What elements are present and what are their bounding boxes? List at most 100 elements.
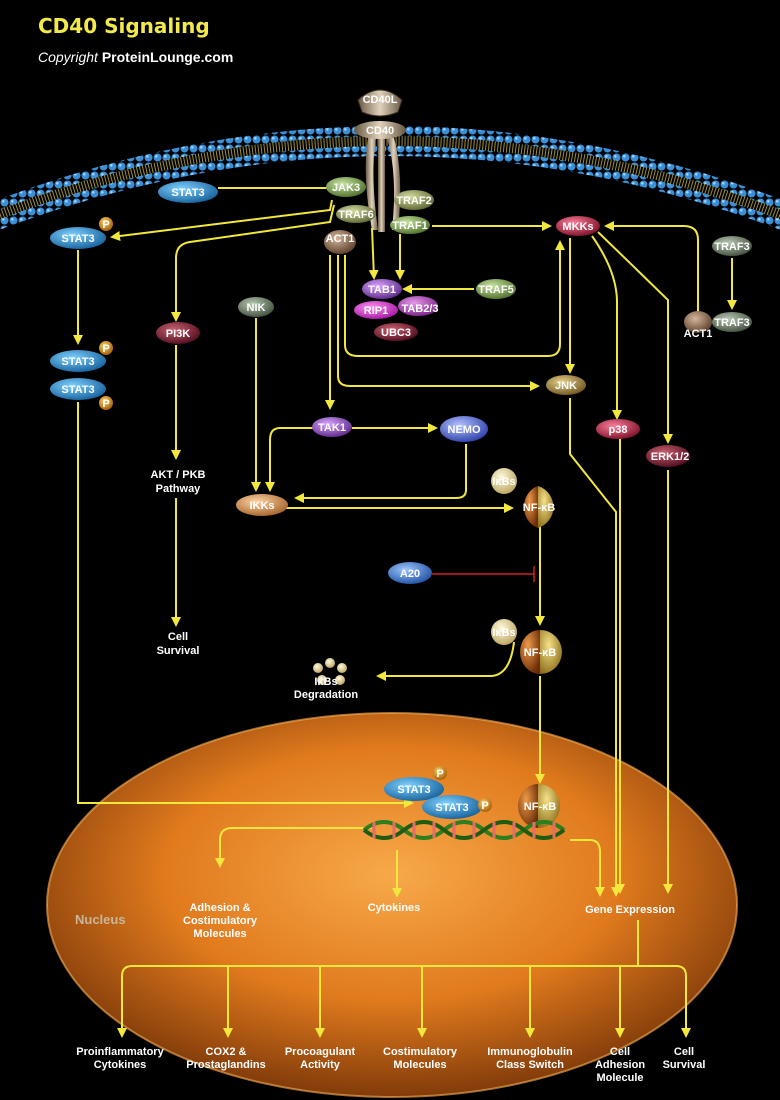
nucleus-label: Nucleus <box>75 912 126 927</box>
traf3-top-node <box>712 236 752 256</box>
nemo-node <box>440 416 488 442</box>
cd40-stalk-mid <box>378 138 385 232</box>
phospho-4-label: P <box>436 768 443 780</box>
ikbs-degradation-fragments <box>313 658 347 685</box>
ubc3-label: UBC3 <box>381 327 411 339</box>
output-line1: Cell <box>674 1046 694 1058</box>
phospho-3 <box>99 396 113 410</box>
cd40l-label: CD40L <box>363 94 398 106</box>
output-line1: Immunoglobulin <box>487 1046 573 1058</box>
cd40-label: CD40 <box>366 125 394 137</box>
stat3-dimer-b-label: STAT3 <box>61 384 94 396</box>
phospho-4 <box>433 766 447 780</box>
jak3-node <box>326 177 366 197</box>
arrow-gene-outputs-bar <box>117 920 639 1038</box>
traf6-label: TRAF6 <box>338 209 373 221</box>
arrow-jak3-stat3p <box>110 199 333 241</box>
arrow-mkks-p38 <box>591 235 622 420</box>
nfkb-nuc-left <box>518 784 538 828</box>
ikbs-1-node <box>491 468 517 494</box>
act1-top-label: ACT1 <box>326 233 355 245</box>
output-proinflammatory: Proinflammatory Cytokines <box>76 1046 164 1071</box>
outputs: Proinflammatory Cytokines COX2 & Prostag… <box>76 1046 705 1084</box>
tab23-node <box>398 296 438 316</box>
stat3-nuc-b-node <box>422 795 482 819</box>
pi3k-node <box>156 322 200 344</box>
stat3-nuc-a-node <box>384 777 444 801</box>
arrow-traf6-tab1 <box>368 227 379 280</box>
output-line3: Molecule <box>596 1072 643 1084</box>
nfkb-1-label: NF-κB <box>523 502 555 514</box>
nfkb-2-left <box>520 630 540 674</box>
nik-node <box>238 297 274 317</box>
arrow-stat3-dimer-to-nucleus <box>77 402 414 808</box>
ikks-node <box>236 494 288 516</box>
stat3-membrane-node <box>158 181 218 203</box>
arrow-act1-jnk <box>337 255 540 391</box>
phospho-1-label: P <box>102 219 109 231</box>
tak1-label: TAK1 <box>318 422 346 434</box>
phospho-2-label: P <box>102 343 109 355</box>
stat3-dimer-a-node <box>50 350 106 372</box>
output-line2: Adhesion <box>595 1059 645 1071</box>
adhesion-line2: Costimulatory <box>183 915 258 927</box>
arrow-act1-mkks-loop <box>344 240 565 357</box>
copyright-prefix: Copyright <box>38 49 99 65</box>
output-line2: Survival <box>663 1059 706 1071</box>
ikks-label: IKKs <box>249 500 274 512</box>
phospho-1 <box>99 217 113 231</box>
act1-right-label: ACT1 <box>684 328 713 340</box>
arrow-traf3-mkks <box>604 221 699 312</box>
nfkb-1-left <box>523 486 538 528</box>
nucleus-rim <box>46 712 738 1098</box>
tab1-label: TAB1 <box>368 284 396 296</box>
nik-label: NIK <box>247 302 266 314</box>
jnk-node <box>546 375 586 395</box>
output-line1: Costimulatory <box>383 1046 458 1058</box>
traf3-bottom-label: TRAF3 <box>714 317 749 329</box>
act1-top-node <box>324 230 356 254</box>
cd40-stalk-right <box>387 138 401 230</box>
protein-nodes: STAT3 JAK3 TRAF2 TRAF6 TRAF1 ACT1 STAT3 … <box>50 177 752 840</box>
adhesion-line3: Molecules <box>193 928 246 940</box>
stat3-nuc-b-label: STAT3 <box>435 802 468 814</box>
arrow-dna-gene <box>570 839 605 897</box>
adhesion-line1: Adhesion & <box>189 902 250 914</box>
output-line2: Activity <box>300 1059 341 1071</box>
traf5-node <box>476 279 516 299</box>
stat3-dimer-b-node <box>50 378 106 400</box>
cd40-receptor <box>354 89 406 232</box>
ikbs-degradation-line2: Degradation <box>294 689 358 701</box>
p38-label: p38 <box>609 424 628 436</box>
output-cox2: COX2 & Prostaglandins <box>186 1046 265 1071</box>
arrow-gene-outputs-right <box>638 965 691 1038</box>
phospho-5 <box>478 798 492 812</box>
output-cell-survival: Cell Survival <box>663 1046 706 1071</box>
nucleus <box>47 713 737 1097</box>
traf6-node <box>336 205 376 223</box>
nfkb-2-label: NF-κB <box>524 647 556 659</box>
a20-node <box>388 562 432 584</box>
output-procoagulant: Procoagulant Activity <box>285 1046 356 1071</box>
gene-expression-label: Gene Expression <box>585 904 675 916</box>
rip1-node <box>354 301 398 319</box>
mkks-node <box>556 216 600 236</box>
output-line1: Procoagulant <box>285 1046 356 1058</box>
pathway-arrows <box>73 187 737 1038</box>
traf1-label: TRAF1 <box>392 220 427 232</box>
jak3-label: JAK3 <box>332 182 360 194</box>
jnk-label: JNK <box>555 380 577 392</box>
cd40-head <box>354 121 406 139</box>
arrow-dna-adhesion <box>215 827 372 868</box>
output-line2: Class Switch <box>496 1059 564 1071</box>
page-title: CD40 Signaling <box>38 14 210 38</box>
phospho-2 <box>99 341 113 355</box>
cd40l-ligand-shape <box>357 89 403 117</box>
akt-label-line1: AKT / PKB <box>151 469 206 481</box>
process-labels: AKT / PKB Pathway Cell Survival IκBs Deg… <box>151 469 676 940</box>
traf2-label: TRAF2 <box>396 195 431 207</box>
nemo-label: NEMO <box>448 424 481 436</box>
a20-label: A20 <box>400 568 420 580</box>
phospho-3-label: P <box>102 398 109 410</box>
output-costimulatory: Costimulatory Molecules <box>383 1046 458 1071</box>
